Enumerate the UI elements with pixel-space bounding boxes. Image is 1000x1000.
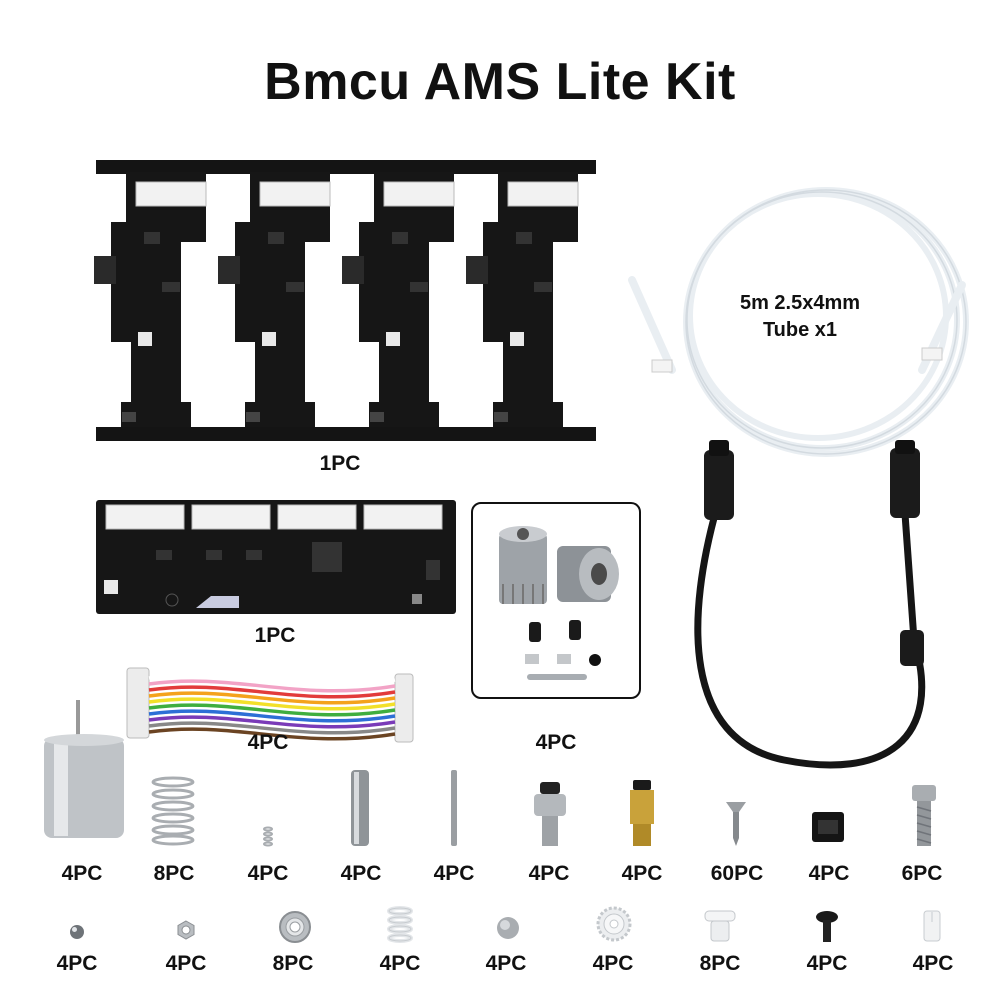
black-cable-icon: [694, 440, 926, 769]
sensor-boards-qty: 1PC: [319, 452, 361, 475]
drive-gear-set-icon: [499, 526, 619, 680]
white-spring-icon: [387, 906, 413, 943]
part-qty-6: 4PC: [621, 862, 663, 885]
gear-set-qty: 4PC: [535, 731, 577, 754]
rainbow-ribbon-cable-icon: [126, 667, 414, 743]
screw-icon: [726, 802, 746, 846]
sensor-board-panel-icon: [94, 160, 596, 441]
part-qty-r2-4: 4PC: [485, 952, 527, 975]
clip-icon: [812, 812, 844, 842]
spring-icon: [151, 776, 195, 846]
small-spring-icon: [263, 826, 273, 847]
white-sleeve-icon: [923, 910, 941, 942]
part-qty-r2-7: 4PC: [806, 952, 848, 975]
dc-motor-icon: [44, 700, 124, 838]
ribbon-cable-qty: 4PC: [247, 731, 289, 754]
part-qty-7: 60PC: [710, 862, 764, 885]
brass-fitting-icon: [630, 780, 654, 846]
main-board-qty: 1PC: [254, 624, 296, 647]
part-qty-r2-8: 4PC: [912, 952, 954, 975]
steel-pin-icon: [351, 770, 369, 846]
tube-label-line2: Tube x1: [762, 319, 838, 341]
ptfe-tube-icon: [628, 187, 969, 457]
tube-label: 5m 2.5x4mm Tube x1: [700, 290, 900, 344]
socket-screw-icon: [912, 785, 936, 846]
part-qty-r2-1: 4PC: [165, 952, 207, 975]
part-qty-1: 8PC: [153, 862, 195, 885]
gear-set-box: [471, 502, 641, 699]
part-qty-r2-3: 4PC: [379, 952, 421, 975]
white-bushing-icon: [704, 910, 736, 942]
page-title: Bmcu AMS Lite Kit: [264, 53, 736, 111]
button-screw-icon: [816, 911, 838, 942]
part-qty-3: 4PC: [340, 862, 382, 885]
part-qty-r2-5: 4PC: [592, 952, 634, 975]
part-qty-0: 4PC: [61, 862, 103, 885]
tube-label-line1: 5m 2.5x4mm: [739, 292, 861, 314]
push-fit-connector-icon: [534, 782, 566, 846]
part-qty-4: 4PC: [433, 862, 475, 885]
part-qty-5: 4PC: [528, 862, 570, 885]
part-qty-2: 4PC: [247, 862, 289, 885]
part-qty-9: 6PC: [901, 862, 943, 885]
thin-rod-icon: [451, 770, 457, 846]
part-qty-r2-2: 8PC: [272, 952, 314, 975]
metal-disc-icon: [497, 917, 519, 939]
bearing-icon: [279, 911, 311, 943]
main-control-board-icon: [96, 500, 456, 614]
part-qty-8: 4PC: [808, 862, 850, 885]
part-qty-r2-0: 4PC: [56, 952, 98, 975]
white-gear-icon: [596, 906, 632, 942]
steel-ball-icon: [70, 925, 84, 939]
part-qty-r2-6: 8PC: [699, 952, 741, 975]
hex-nut-icon: [177, 920, 195, 940]
